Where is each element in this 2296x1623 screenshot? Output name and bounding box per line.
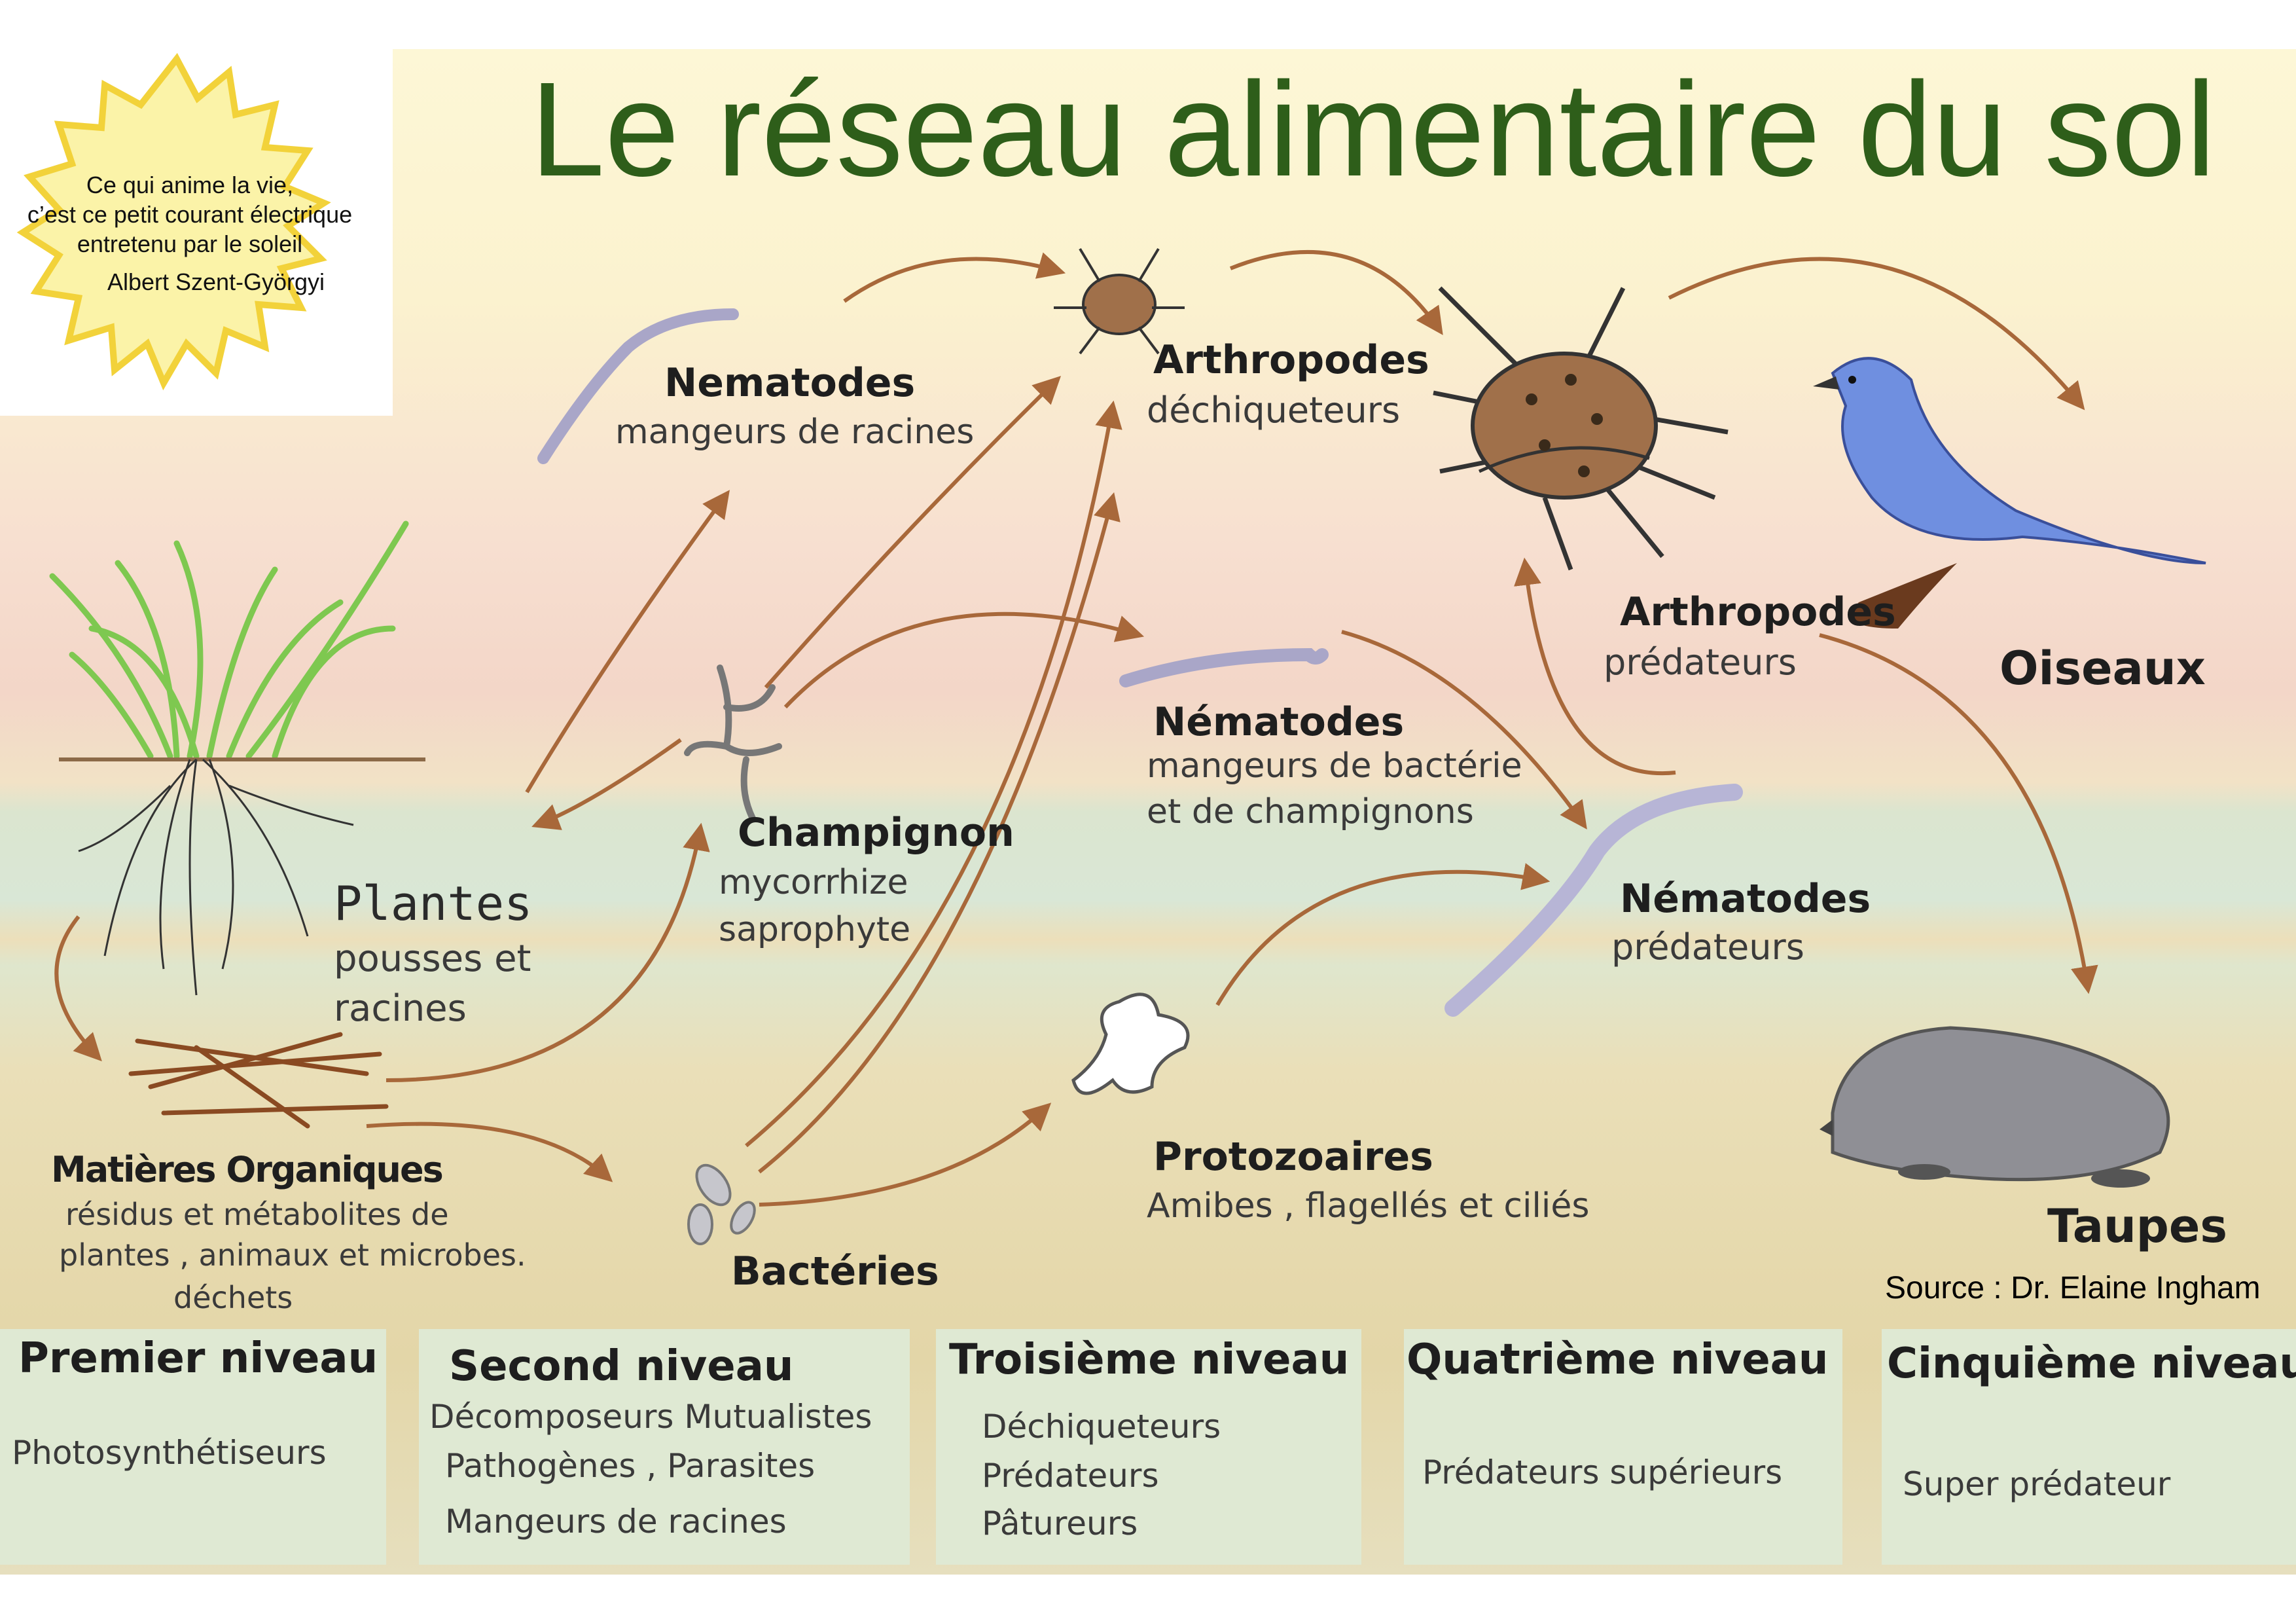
level-item: Pathogènes , Parasites <box>445 1447 816 1485</box>
node-desc-nematodes-roots: mangeurs de racines <box>615 412 975 452</box>
node-label-nematodes-roots: Nematodes <box>664 360 916 406</box>
node-desc-fungi-2: saprophyte <box>719 910 911 949</box>
level-item: Déchiqueteurs <box>982 1408 1221 1446</box>
nematode-icon <box>1444 784 1743 1017</box>
level-item: Super prédateur <box>1903 1465 2171 1503</box>
source-credit: Source : Dr. Elaine Ingham <box>1885 1271 2261 1305</box>
small-arthropod-icon <box>1054 247 1185 355</box>
mole-icon <box>1820 1026 2170 1188</box>
node-desc-protozoa: Amibes , flagellés et ciliés <box>1147 1186 1590 1226</box>
sun-icon <box>16 52 331 391</box>
quote-author: Albert Szent-Györgyi <box>107 268 325 295</box>
node-label-fungi: Champignon <box>738 810 1014 856</box>
node-desc-plants-1: pousses et <box>334 938 531 980</box>
level-box-3: Troisième niveau Déchiqueteurs Prédateur… <box>936 1329 1361 1565</box>
roots-icon <box>78 758 354 996</box>
nematode-icon <box>537 308 739 464</box>
level-item: Pâtureurs <box>982 1504 1138 1542</box>
node-label-protozoa: Protozoaires <box>1153 1134 1433 1180</box>
level-title-2: Second niveau <box>449 1342 794 1391</box>
protozoa-icon <box>1071 993 1190 1095</box>
grass-icon <box>49 520 409 759</box>
node-label-birds: Oiseaux <box>2000 642 2206 695</box>
node-label-arthropods-shredders: Arthropodes <box>1153 337 1429 383</box>
level-box-1: Premier niveau Photosynthétiseurs <box>0 1329 386 1565</box>
node-label-plants: Plantes <box>334 876 533 931</box>
level-box-5: Cinquième niveau Super prédateur <box>1882 1329 2296 1565</box>
node-label-bacteria: Bactéries <box>731 1249 939 1294</box>
fungus-icon <box>684 665 782 822</box>
organic-matter-icon <box>128 1032 389 1129</box>
level-box-4: Quatrième niveau Prédateurs supérieurs <box>1404 1329 1842 1565</box>
level-title-3: Troisième niveau <box>949 1336 1350 1384</box>
level-title-4: Quatrième niveau <box>1407 1336 1829 1384</box>
node-desc-nematodes-bacteria-2: et de champignons <box>1147 792 1474 831</box>
page-title: Le réseau alimentaire du sol <box>530 54 2216 204</box>
quote-line-2: c’est ce petit courant électrique <box>27 201 353 228</box>
node-desc-fungi-1: mycorrhize <box>719 863 908 902</box>
level-title-5: Cinquième niveau <box>1887 1340 2296 1388</box>
quote-line-3: entretenu par le soleil <box>77 230 303 257</box>
node-label-moles: Taupes <box>2047 1199 2228 1253</box>
node-desc-organic-2: plantes , animaux et microbes. <box>59 1237 526 1273</box>
node-desc-arthropods-shredders: déchiqueteurs <box>1147 390 1401 431</box>
node-label-nematodes-bacteria: Nématodes <box>1153 699 1405 745</box>
node-desc-organic-1: résidus et métabolites de <box>65 1197 449 1232</box>
node-label-arthropods-predators: Arthropodes <box>1620 589 1896 635</box>
node-label-organic-matter: Matières Organiques <box>51 1149 444 1190</box>
predator-arthropod-icon <box>1433 286 1729 571</box>
node-desc-nematodes-predators: prédateurs <box>1611 926 1804 968</box>
food-web-arrows <box>54 249 2098 1207</box>
level-item: Prédateurs <box>982 1457 1159 1495</box>
node-desc-organic-3: déchets <box>173 1280 293 1315</box>
bacteria-icon <box>687 1163 756 1245</box>
node-desc-nematodes-bacteria-1: mangeurs de bactérie <box>1147 746 1522 786</box>
bird-icon <box>1813 357 2206 629</box>
level-item: Prédateurs supérieurs <box>1422 1453 1783 1491</box>
level-box-2: Second niveau Décomposeurs Mutualistes P… <box>419 1329 910 1565</box>
level-item: Mangeurs de racines <box>445 1503 787 1541</box>
level-title-1: Premier niveau <box>18 1334 378 1383</box>
quote-line-1: Ce qui anime la vie, <box>86 172 294 198</box>
node-desc-arthropods-predators: prédateurs <box>1604 642 1797 683</box>
node-label-nematodes-predators: Nématodes <box>1620 876 1871 922</box>
level-item: Photosynthétiseurs <box>12 1434 327 1472</box>
level-item: Décomposeurs Mutualistes <box>429 1398 872 1436</box>
nematode-icon <box>1119 647 1329 687</box>
node-desc-plants-2: racines <box>334 987 467 1030</box>
